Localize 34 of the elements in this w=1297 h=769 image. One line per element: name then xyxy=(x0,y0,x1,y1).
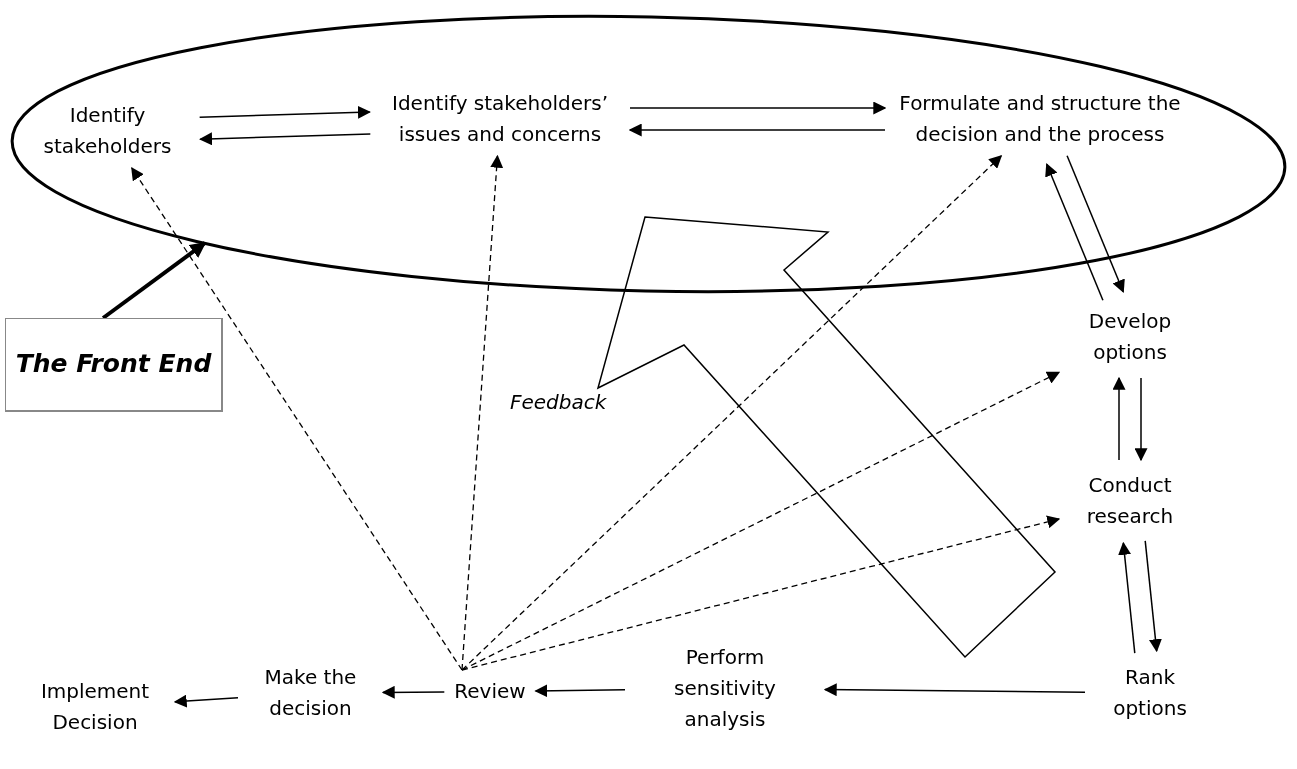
arrow xyxy=(1144,540,1162,653)
ellipse-outline xyxy=(10,15,1287,293)
step-label: Rank options xyxy=(1112,664,1188,722)
arrow xyxy=(629,101,887,115)
step-label: Review xyxy=(454,678,526,705)
callout-box xyxy=(5,318,223,412)
step-label: Perform sensitivity analysis xyxy=(673,644,777,733)
step-label: Identify stakeholders’ issues and concerns xyxy=(391,90,609,148)
arrow xyxy=(173,694,239,708)
arrow xyxy=(198,105,371,119)
arrow xyxy=(628,123,886,137)
step-label: Formulate and structure the decision and the process xyxy=(898,90,1182,148)
arrow xyxy=(534,684,626,698)
arrow xyxy=(101,241,207,320)
step-label: Implement Decision xyxy=(39,678,151,736)
step-label: Identify stakeholders xyxy=(42,102,173,160)
step-label: Develop options xyxy=(1087,308,1173,366)
arrow xyxy=(1045,163,1104,301)
dashed-arrow xyxy=(461,154,504,671)
dashed-arrow xyxy=(131,166,463,671)
dashed-arrow xyxy=(461,371,1061,671)
arrow xyxy=(823,683,1086,697)
arrow xyxy=(1134,377,1148,462)
callout-label: The Front End xyxy=(14,348,213,381)
arrow xyxy=(381,685,446,699)
step-label: Make the decision xyxy=(263,664,358,722)
arrow xyxy=(1112,376,1126,461)
arrow xyxy=(199,132,372,146)
dashed-arrow xyxy=(461,155,1003,671)
arrow xyxy=(1066,155,1125,293)
step-label: Conduct research xyxy=(1085,472,1175,530)
feedback-label: Feedback xyxy=(510,390,607,414)
arrow xyxy=(1118,541,1136,654)
dashed-arrow xyxy=(461,515,1061,671)
